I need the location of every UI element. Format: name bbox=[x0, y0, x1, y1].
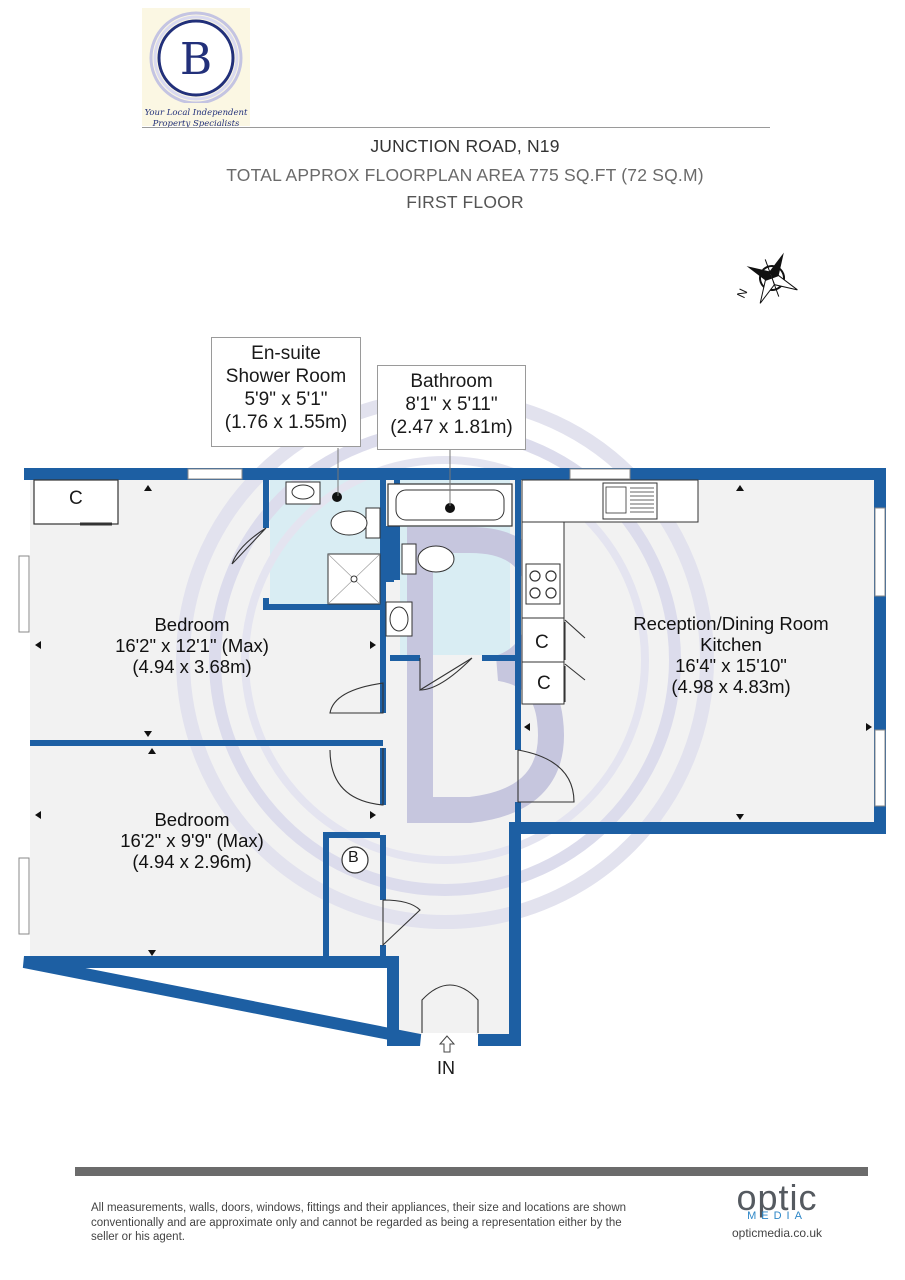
bathroom-wc bbox=[401, 543, 455, 575]
entrance-label: IN bbox=[437, 1058, 455, 1078]
ensuite-wall bbox=[263, 480, 383, 610]
wc-box bbox=[380, 526, 394, 582]
bedroom-wardrobe bbox=[33, 479, 119, 525]
bedroom2-imperial: 16'2" x 9'9" (Max) bbox=[120, 830, 264, 851]
bathroom-door-swing bbox=[419, 657, 473, 691]
ensuite-callout: En-suite Shower Room 5'9" x 5'1" (1.76 x… bbox=[211, 337, 361, 447]
bedroom1-metric: (4.94 x 3.68m) bbox=[132, 656, 252, 677]
bathroom-name: Bathroom bbox=[410, 371, 493, 392]
boiler-cupboard-wall bbox=[323, 832, 380, 962]
bedroom1-name: Bedroom bbox=[154, 614, 230, 635]
outer-wall bbox=[22, 468, 886, 1046]
cupboard2-door bbox=[564, 663, 586, 702]
reception-door-swing bbox=[517, 749, 575, 803]
bathroom-callout: Bathroom 8'1" x 5'11" (2.47 x 1.81m) bbox=[377, 365, 526, 450]
optic-url: opticmedia.co.uk bbox=[731, 1226, 823, 1240]
optic-media-logo: optic MEDIA opticmedia.co.uk bbox=[722, 1177, 832, 1241]
bedroom2-door-swing bbox=[329, 748, 384, 806]
kitchen-cupboard2-label: C bbox=[537, 673, 551, 694]
header-divider bbox=[142, 127, 770, 128]
reception-imperial: 16'4" x 15'10" bbox=[675, 655, 787, 676]
disclaimer-text: All measurements, walls, doors, windows,… bbox=[91, 1202, 627, 1243]
boiler-symbol bbox=[341, 846, 369, 874]
shower-tray bbox=[327, 553, 381, 605]
logo-tagline-line2: Property Specialists bbox=[152, 119, 240, 129]
floorplan-area: TOTAL APPROX FLOORPLAN AREA 775 SQ.FT (7… bbox=[226, 165, 704, 185]
kitchen-cupboard1-label: C bbox=[535, 632, 549, 653]
ensuite-imperial: 5'9" x 5'1" bbox=[244, 389, 328, 410]
reception-label: Reception/Dining Room Kitchen 16'4" x 15… bbox=[600, 613, 862, 697]
reception-name-line2: Kitchen bbox=[700, 634, 762, 655]
hob bbox=[525, 563, 561, 605]
bedroom1-door-swing bbox=[329, 682, 384, 714]
entrance-door-swing bbox=[421, 984, 479, 1033]
bedroom1-label: Bedroom 16'2" x 12'1" (Max) (4.94 x 3.68… bbox=[60, 614, 324, 677]
boiler-label: B bbox=[348, 849, 359, 866]
bedroom2-name: Bedroom bbox=[154, 809, 230, 830]
optic-logo-sub: MEDIA bbox=[747, 1210, 807, 1222]
window-reception-north bbox=[569, 468, 631, 480]
logo-tagline: Your Local Independent Property Speciali… bbox=[142, 108, 250, 130]
compass-icon bbox=[746, 252, 798, 304]
bathroom-metric: (2.47 x 1.81m) bbox=[390, 417, 513, 438]
window-reception-east-2 bbox=[874, 729, 886, 807]
bathroom-imperial: 8'1" x 5'11" bbox=[405, 394, 498, 415]
agency-logo-emblem: B bbox=[149, 11, 243, 105]
logo-letter: B bbox=[180, 34, 212, 85]
window-bedroom1-north bbox=[187, 468, 243, 480]
property-address: JUNCTION ROAD, N19 bbox=[370, 136, 560, 156]
kitchen-worktop bbox=[521, 479, 699, 705]
ensuite-wc bbox=[330, 507, 381, 539]
window-reception-east-1 bbox=[874, 507, 886, 597]
boiler-door-swing bbox=[382, 899, 421, 947]
optic-logo-word: optic bbox=[736, 1177, 818, 1218]
agency-logo: B Your Local Independent Property Specia… bbox=[142, 8, 250, 129]
compass-north-letter: N bbox=[734, 286, 750, 300]
ensuite-name-line2: Shower Room bbox=[225, 366, 347, 387]
bedroom2-label: Bedroom 16'2" x 9'9" (Max) (4.94 x 2.96m… bbox=[60, 809, 324, 872]
reception-metric: (4.98 x 4.83m) bbox=[671, 676, 791, 697]
window-bedroom2-west bbox=[18, 857, 30, 935]
entrance-arrow bbox=[438, 1035, 456, 1053]
bedroom2-metric: (4.94 x 2.96m) bbox=[132, 851, 252, 872]
bedroom1-imperial: 16'2" x 12'1" (Max) bbox=[115, 635, 269, 656]
ensuite-basin bbox=[285, 481, 321, 505]
logo-tagline-line1: Your Local Independent bbox=[144, 108, 248, 118]
window-bedroom1-west bbox=[18, 555, 30, 633]
ensuite-door-swing bbox=[231, 527, 267, 565]
reception-name-line1: Reception/Dining Room bbox=[633, 613, 829, 634]
ensuite-metric: (1.76 x 1.55m) bbox=[224, 412, 348, 433]
bedroom-cupboard-label: C bbox=[69, 488, 83, 509]
cupboard1-door bbox=[564, 619, 586, 660]
ensuite-name-line1: En-suite bbox=[251, 343, 321, 364]
floor-level: FIRST FLOOR bbox=[406, 192, 524, 212]
bathroom-basin bbox=[385, 601, 413, 637]
footer-divider bbox=[75, 1167, 868, 1176]
